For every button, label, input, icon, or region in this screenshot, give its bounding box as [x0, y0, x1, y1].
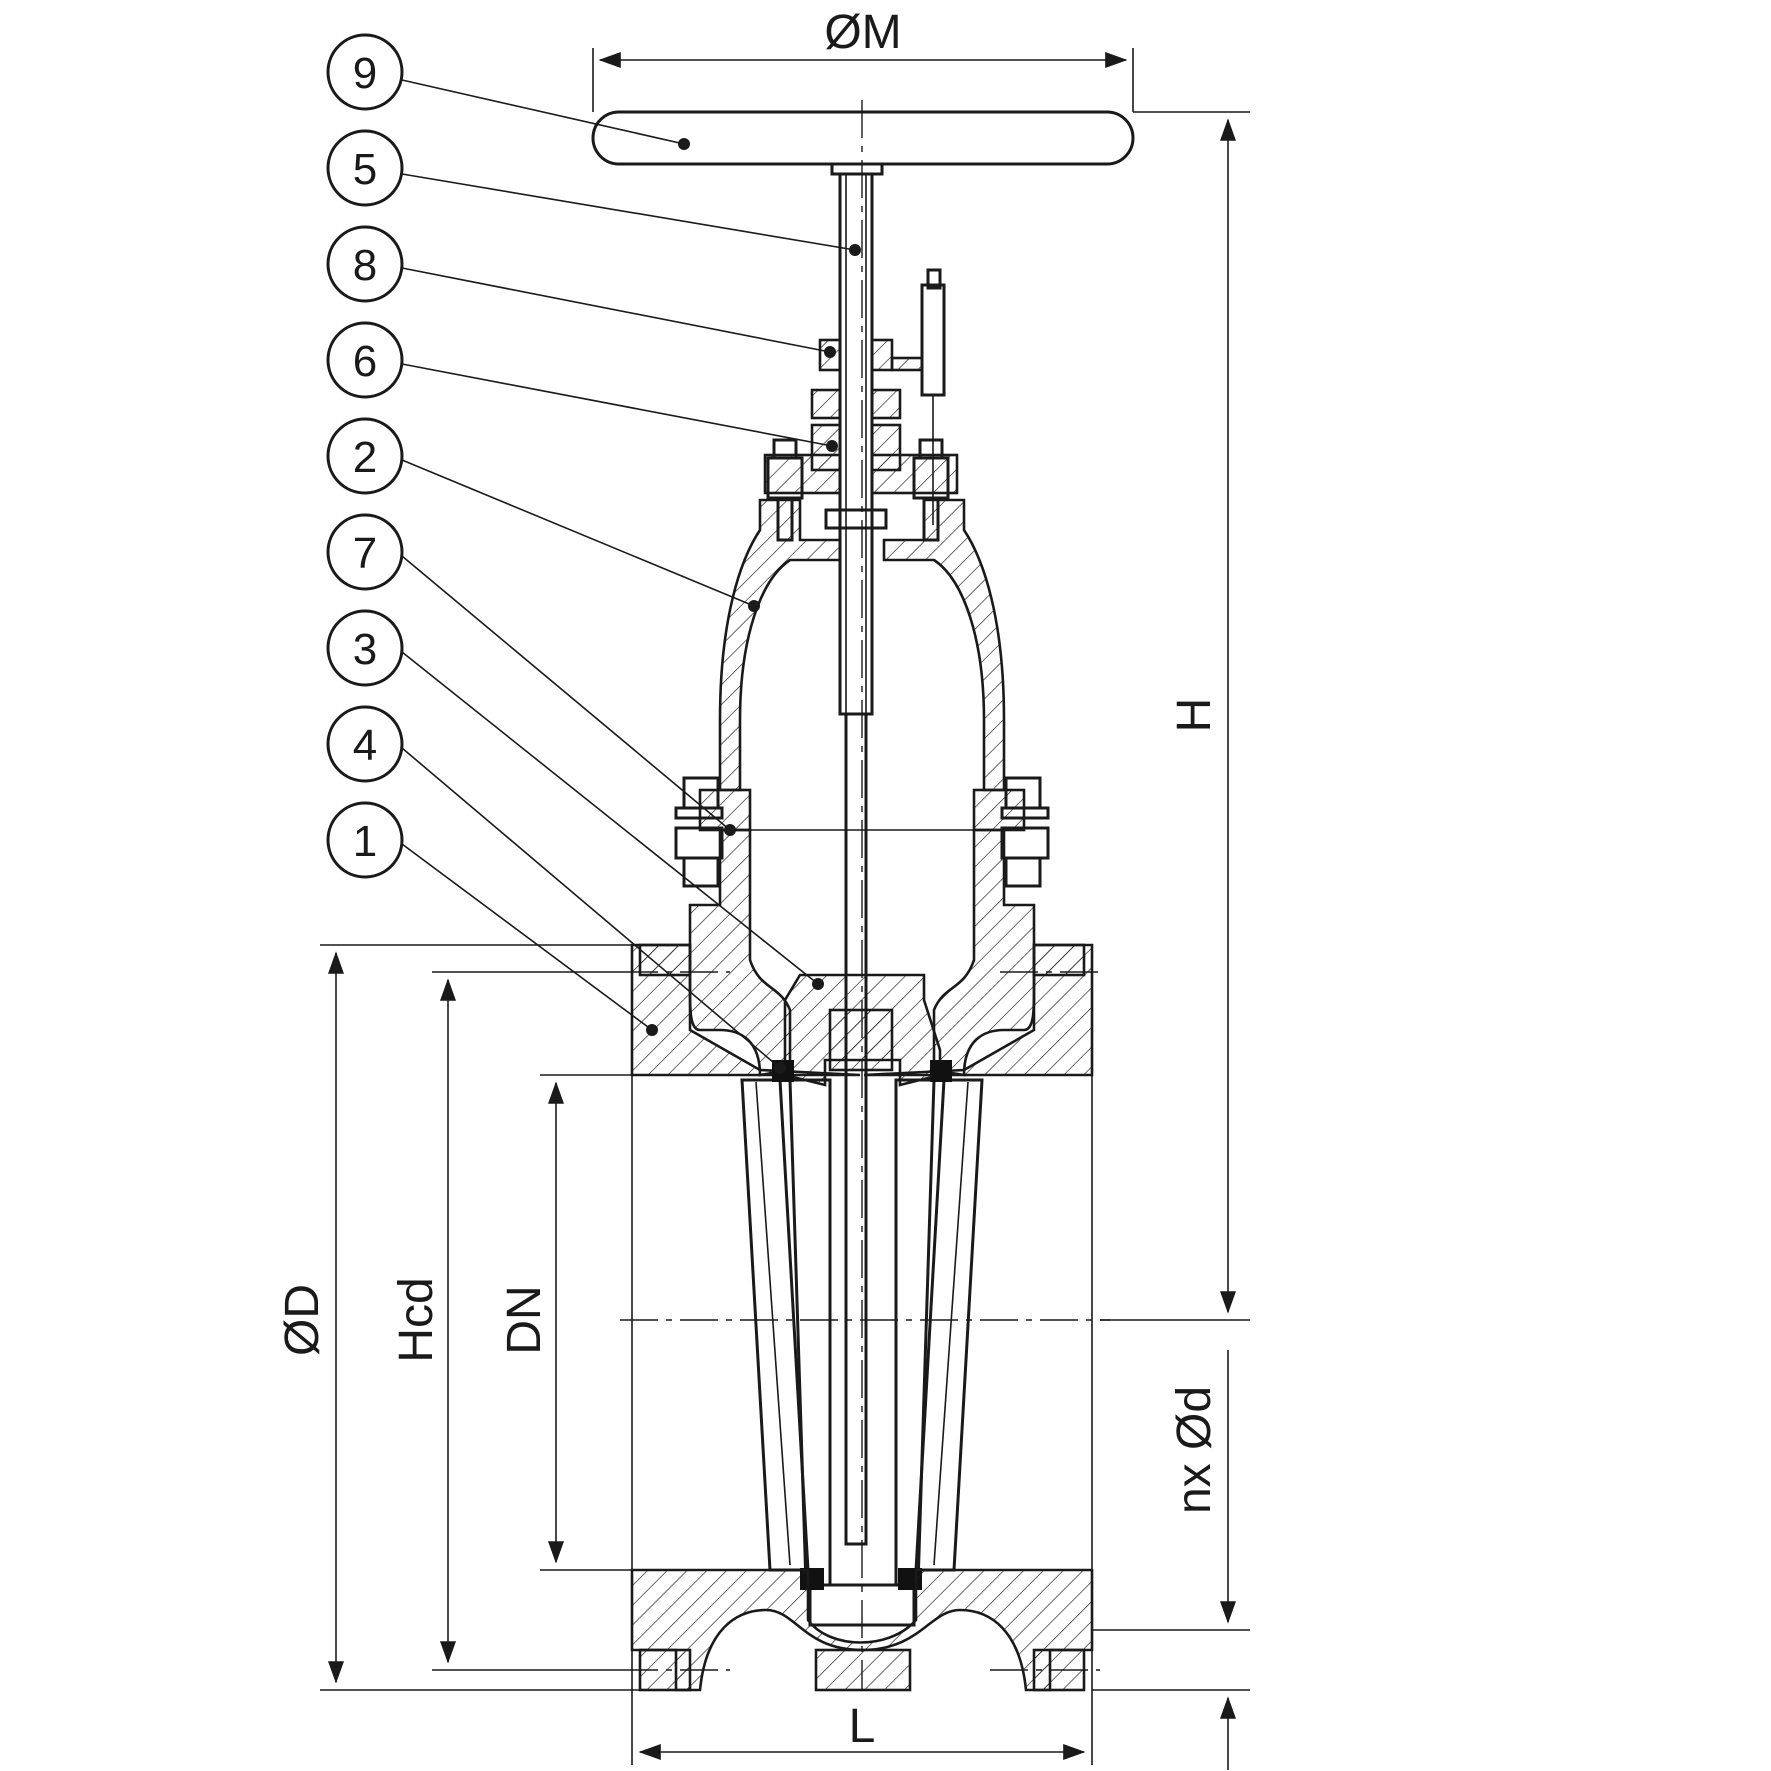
callout-2: 2: [326, 417, 404, 495]
svg-text:5: 5: [353, 145, 377, 194]
handwheel: [591, 110, 1135, 176]
dim-label-H: H: [1168, 698, 1221, 733]
svg-text:9: 9: [353, 49, 377, 98]
callout-4: 4: [326, 705, 404, 783]
stem: [838, 172, 874, 1546]
bonnet: [718, 498, 842, 792]
svg-text:8: 8: [353, 241, 377, 290]
svg-text:2: 2: [353, 433, 377, 482]
callout-7: 7: [326, 513, 404, 591]
dim-label-D: ØD: [276, 1284, 329, 1356]
callout-9: 9: [326, 33, 404, 111]
callout-8: 8: [326, 225, 404, 303]
svg-text:7: 7: [353, 529, 377, 578]
callouts: 9 5 8 6 2 7 3 4 1: [326, 33, 861, 1074]
svg-text:1: 1: [353, 817, 377, 866]
body-bottom: [630, 1568, 1094, 1692]
callout-1: 1: [326, 801, 404, 879]
dim-label-M: ØM: [824, 6, 901, 59]
svg-text:6: 6: [353, 337, 377, 386]
dim-label-L: L: [849, 1700, 876, 1753]
callout-5: 5: [326, 129, 404, 207]
dim-label-nxd: nx Ød: [1168, 1386, 1221, 1514]
svg-text:4: 4: [353, 721, 377, 770]
dim-label-Hcd: Hcd: [390, 1277, 443, 1362]
body-bonnet-bolts: [674, 776, 1050, 888]
bonnet-right: [882, 498, 1006, 792]
dimension-labels: ØM H nx Ød ØD Hcd DN L: [276, 6, 1221, 1753]
svg-text:3: 3: [353, 625, 377, 674]
dimension-lines: [320, 48, 1250, 1770]
callout-6: 6: [326, 321, 404, 399]
callout-3: 3: [326, 609, 404, 687]
dim-label-DN: DN: [498, 1285, 551, 1354]
